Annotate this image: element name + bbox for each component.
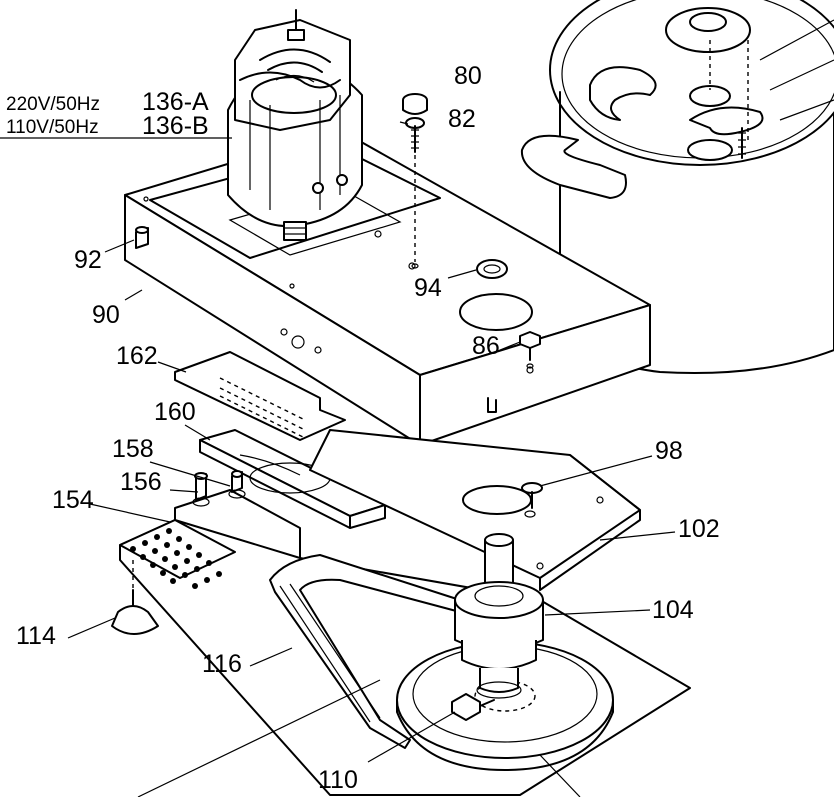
part-154-label: 154 — [52, 486, 94, 514]
foot-114 — [111, 560, 159, 635]
part-86-label: 86 — [472, 332, 500, 360]
pcb-162 — [174, 351, 346, 441]
cap-80-screw-82 — [402, 93, 428, 269]
part-110-label: 110 — [318, 766, 358, 794]
spindle-104 — [454, 533, 544, 699]
fasteners-156-158 — [192, 470, 246, 507]
part-116-label: 116 — [202, 650, 242, 678]
part-82-label: 82 — [448, 105, 476, 133]
leader-lines — [0, 121, 676, 797]
part-104-label: 104 — [652, 596, 694, 624]
screw-86 — [519, 331, 541, 369]
part-94-label: 94 — [414, 274, 442, 302]
grommet-94 — [476, 259, 508, 279]
part-102-label: 102 — [678, 515, 720, 543]
part-114-label: 114 — [16, 622, 56, 650]
part-158-label: 158 — [112, 435, 154, 463]
voltage-110-label: 110V/50Hz — [6, 117, 99, 138]
part-136-b-label: 136-B — [142, 112, 209, 140]
part-156-label: 156 — [120, 468, 162, 496]
part-98-label: 98 — [655, 437, 683, 465]
part-160-label: 160 — [154, 398, 196, 426]
part-136-a-label: 136-A — [142, 88, 209, 116]
base-plate-116 — [119, 489, 691, 796]
screw-110 — [451, 693, 495, 721]
part-90-label: 90 — [92, 301, 120, 329]
vent-holes — [130, 528, 222, 589]
motor-136 — [227, 9, 363, 241]
voltage-220-label: 220V/50Hz — [6, 94, 100, 115]
screw-98 — [521, 482, 543, 518]
part-92-label: 92 — [74, 246, 102, 274]
pulley-belt — [269, 554, 614, 771]
bracket-160 — [199, 429, 386, 529]
part-80-label: 80 — [454, 62, 482, 90]
part-162-label: 162 — [116, 342, 158, 370]
